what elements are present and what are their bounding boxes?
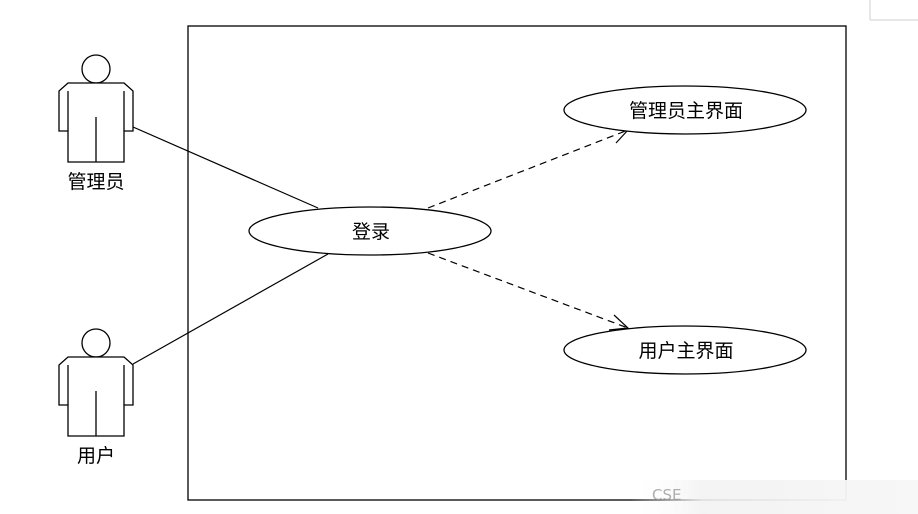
watermark-text: CSE bbox=[652, 486, 681, 504]
actor-admin-label: 管理员 bbox=[67, 171, 124, 193]
use-case-login-label: 登录 bbox=[352, 221, 390, 243]
system-boundary bbox=[187, 25, 847, 501]
dependency-login-user-main bbox=[427, 252, 630, 331]
actor-admin-head bbox=[81, 54, 111, 84]
association-user-login bbox=[132, 253, 329, 365]
actor-admin[interactable] bbox=[58, 54, 134, 163]
watermark-strip bbox=[630, 480, 918, 514]
dependency-login-admin-main bbox=[427, 127, 630, 209]
actor-user-head bbox=[81, 328, 111, 358]
actor-user[interactable] bbox=[58, 328, 134, 437]
association-admin-login bbox=[132, 126, 319, 209]
use-case-login[interactable]: 登录 bbox=[248, 206, 492, 256]
actor-user-label: 用户 bbox=[77, 445, 115, 467]
use-case-user-main[interactable]: 用户主界面 bbox=[563, 325, 807, 375]
use-case-user-main-label: 用户主界面 bbox=[638, 340, 733, 362]
use-case-admin-main[interactable]: 管理员主界面 bbox=[563, 85, 807, 135]
use-case-admin-main-label: 管理员主界面 bbox=[629, 100, 743, 122]
